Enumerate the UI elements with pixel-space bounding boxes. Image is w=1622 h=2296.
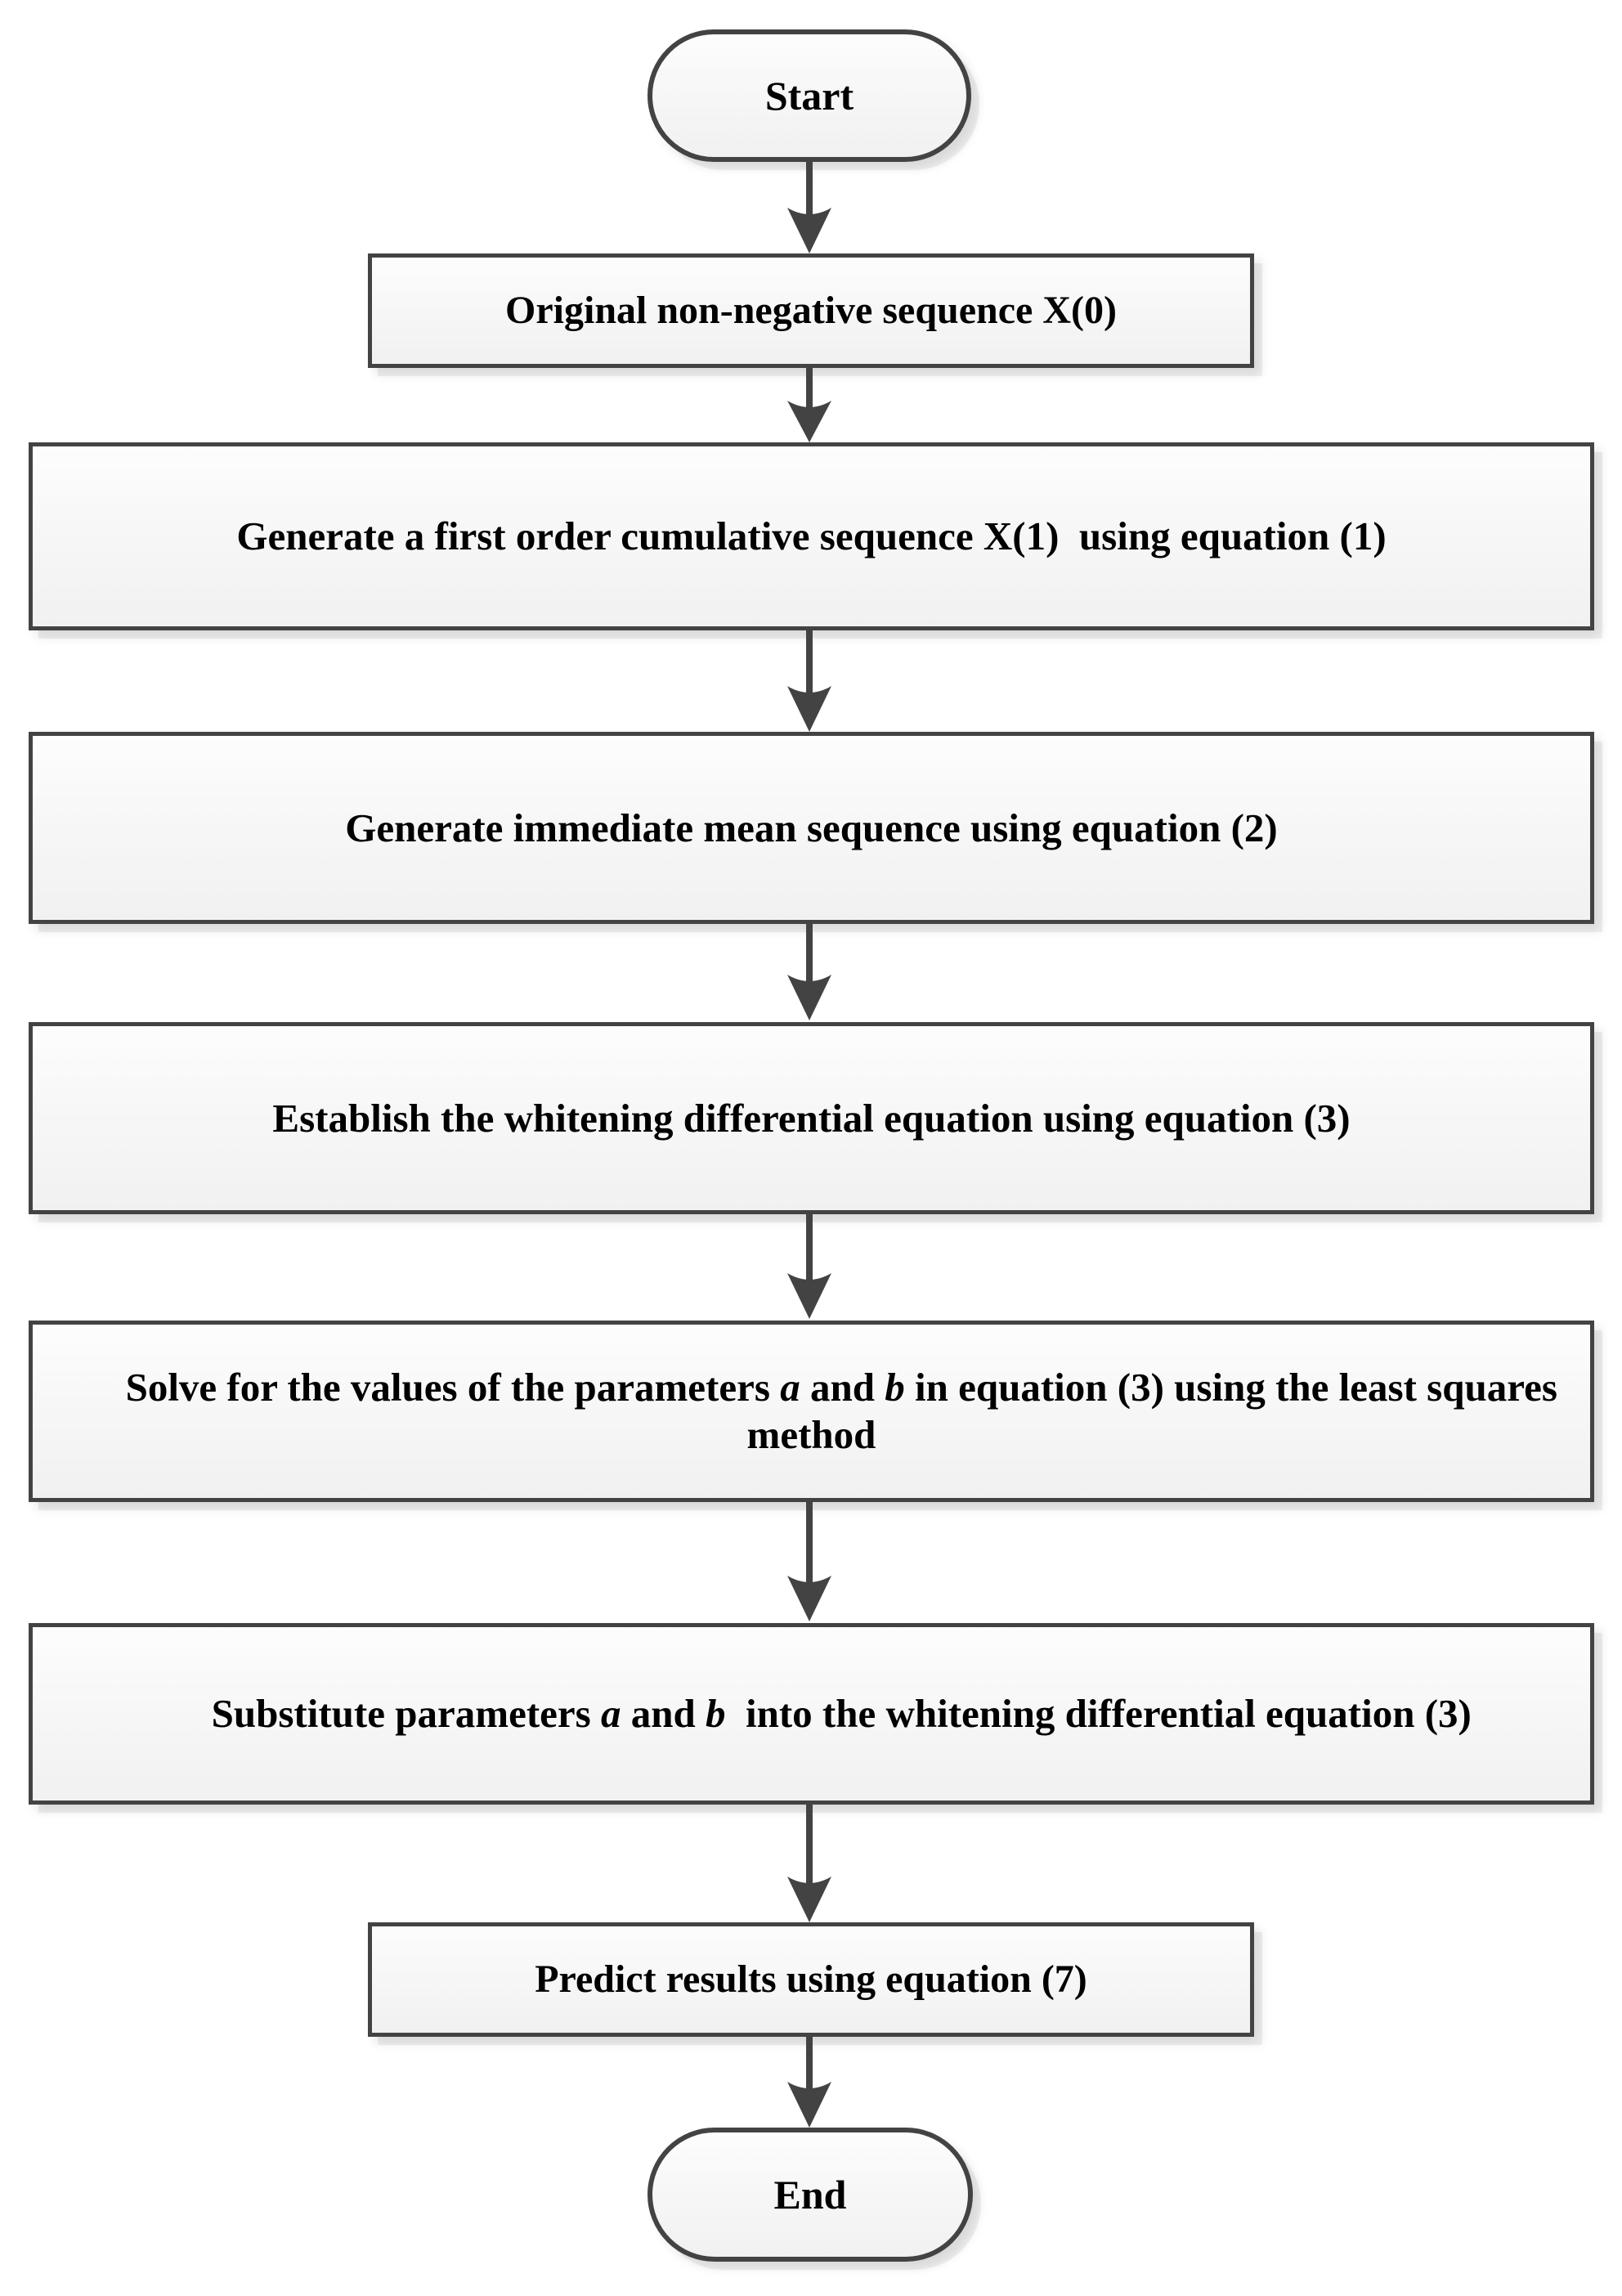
arrowhead-icon bbox=[787, 208, 831, 253]
arrowhead-icon bbox=[787, 1273, 831, 1319]
arrowhead-icon bbox=[787, 975, 831, 1020]
node-start-label: Start bbox=[764, 72, 854, 119]
node-substitute-parameters-label: Substitute parameters a and b into the w… bbox=[130, 1643, 1493, 1784]
arrowhead-icon bbox=[787, 2082, 831, 2128]
node-solve-parameters-label: Solve for the values of the parameters a… bbox=[33, 1316, 1590, 1505]
node-start[interactable]: Start bbox=[647, 29, 971, 162]
node-original-sequence-label: Original non-negative sequence X(0) bbox=[505, 288, 1117, 332]
node-predict-results-label: Predict results using equation (7) bbox=[535, 1957, 1087, 2001]
edge-start-to-original bbox=[786, 162, 832, 255]
edge-original-to-cumulative bbox=[786, 368, 832, 444]
arrowhead-icon bbox=[787, 686, 831, 732]
node-end-label: End bbox=[773, 2171, 847, 2218]
edge-substitute-to-predict bbox=[786, 1805, 832, 1924]
node-original-sequence[interactable]: Original non-negative sequence X(0) bbox=[368, 253, 1254, 368]
edge-cumulative-to-mean bbox=[786, 630, 832, 733]
node-solve-parameters[interactable]: Solve for the values of the parameters a… bbox=[29, 1321, 1594, 1502]
text-segment: Solve for the values of the parameters bbox=[125, 1365, 781, 1410]
node-cumulative-sequence-label: Generate a first order cumulative sequen… bbox=[236, 513, 1387, 559]
node-mean-sequence-label: Generate immediate mean sequence using e… bbox=[345, 805, 1278, 850]
edge-solve-to-substitute bbox=[786, 1502, 832, 1623]
node-predict-results[interactable]: Predict results using equation (7) bbox=[368, 1922, 1254, 2037]
node-whitening-equation[interactable]: Establish the whitening differential equ… bbox=[29, 1022, 1594, 1214]
node-whitening-equation-label: Establish the whitening differential equ… bbox=[272, 1095, 1351, 1141]
arrowhead-icon bbox=[787, 1877, 831, 1922]
text-segment: and bbox=[800, 1365, 885, 1410]
arrowhead-icon bbox=[787, 1576, 831, 1621]
node-cumulative-sequence[interactable]: Generate a first order cumulative sequen… bbox=[29, 442, 1594, 630]
math-variable-a: a bbox=[780, 1365, 800, 1410]
math-variable-b: b bbox=[885, 1365, 905, 1410]
edge-predict-to-end bbox=[786, 2037, 832, 2129]
edge-whitening-to-solve bbox=[786, 1214, 832, 1321]
math-variable-b: b bbox=[705, 1691, 726, 1737]
arrowhead-icon bbox=[787, 401, 831, 442]
text-segment: Substitute parameters bbox=[211, 1691, 601, 1737]
text-segment: into the whitening differential equation… bbox=[725, 1691, 1472, 1737]
node-end[interactable]: End bbox=[647, 2128, 973, 2262]
node-substitute-parameters[interactable]: Substitute parameters a and b into the w… bbox=[29, 1623, 1594, 1805]
text-segment: and bbox=[621, 1691, 706, 1737]
edge-mean-to-whitening bbox=[786, 924, 832, 1022]
text-segment: in equation (3) using the least squares … bbox=[746, 1365, 1568, 1457]
node-mean-sequence[interactable]: Generate immediate mean sequence using e… bbox=[29, 732, 1594, 924]
math-variable-a: a bbox=[600, 1691, 621, 1737]
